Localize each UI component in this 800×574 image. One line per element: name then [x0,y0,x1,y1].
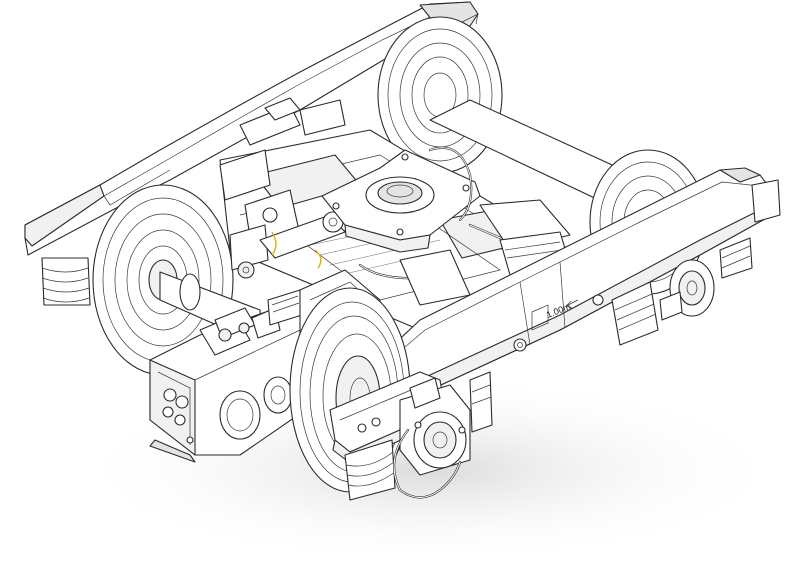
centre-pivot-plate [321,149,481,253]
suspension-brackets [219,97,346,279]
axlebox-sensor [393,377,471,499]
primary-spring-front-right [344,439,396,501]
damper [469,371,493,433]
primary-spring-rear-left [41,257,91,306]
side-frame-front [334,167,781,429]
gearbox [149,289,321,463]
primary-suspension-front-right [611,237,753,346]
